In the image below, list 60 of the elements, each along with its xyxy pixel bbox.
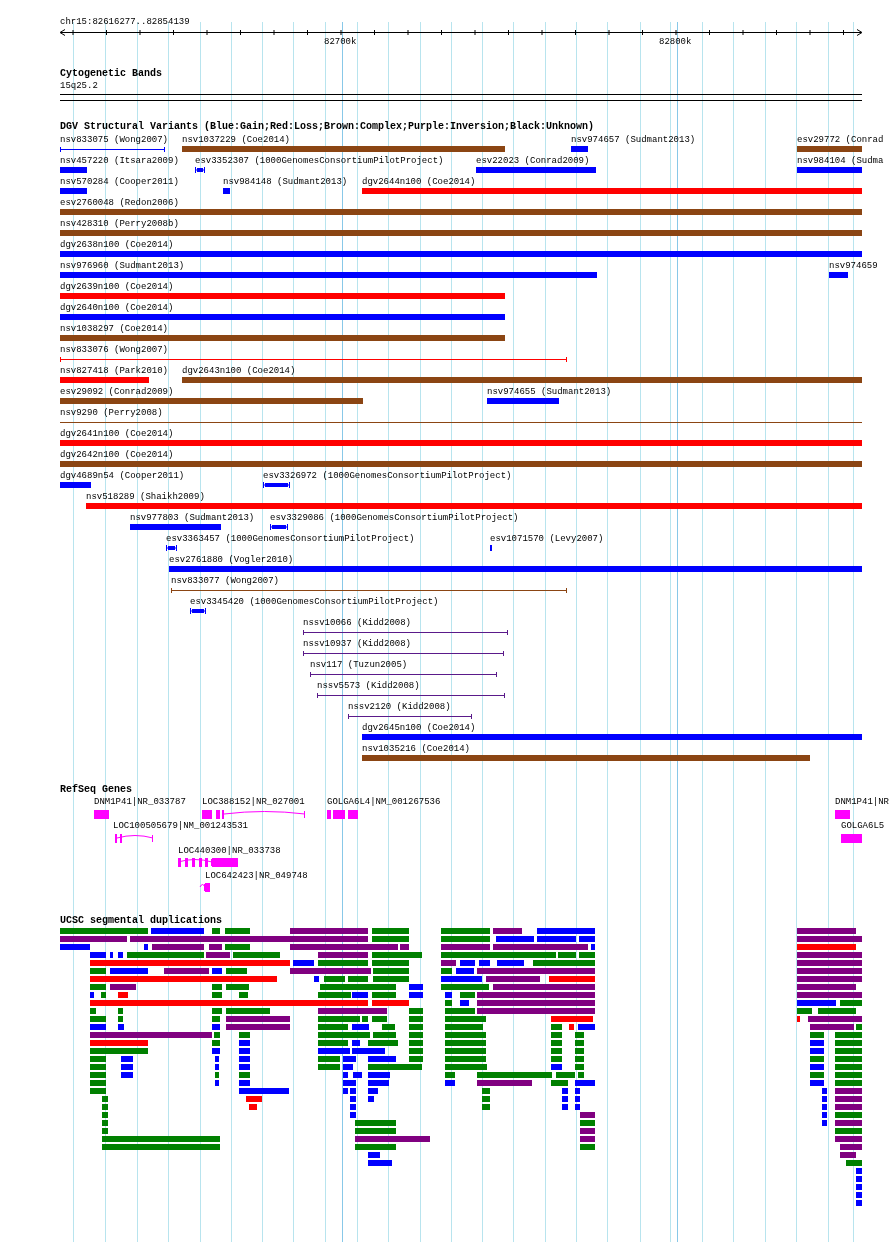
variant-label: nsv457220 (Itsara2009) xyxy=(60,156,179,166)
variant-label: nsv570284 (Cooper2011) xyxy=(60,177,179,187)
coordinate-label: chr15:82616277..82854139 xyxy=(60,17,190,27)
variant-label: nsv1035216 (Coe2014) xyxy=(362,744,471,754)
gene-label: LOC100505679|NM_001243531 xyxy=(113,821,249,831)
gene-label: GOLGA6L5 xyxy=(841,821,885,831)
variant-label: nsv984148 (Sudmant2013) xyxy=(223,177,348,187)
variant-label: esv3326972 (1000GenomesConsortiumPilotProject) xyxy=(263,471,512,481)
variant-label: nsv518289 (Shaikh2009) xyxy=(86,492,205,502)
variant-label: esv22023 (Conrad2009) xyxy=(476,156,590,166)
variant-label: esv2760048 (Redon2006) xyxy=(60,198,179,208)
variant-label: nsv827418 (Park2010) xyxy=(60,366,169,376)
track-title: RefSeq Genes xyxy=(60,785,132,795)
variant-label: nsv833076 (Wong2007) xyxy=(60,345,169,355)
variant-label: dgv2641n100 (Coe2014) xyxy=(60,429,174,439)
track-title: Cytogenetic Bands xyxy=(60,69,163,79)
variant-label: esv3352307 (1000GenomesConsortiumPilotProject) xyxy=(195,156,444,166)
gene-label: GOLGA6L4|NM_001267536 xyxy=(327,797,441,807)
variant-label: dgv2639n100 (Coe2014) xyxy=(60,282,174,292)
variant-label: nssv10066 (Kidd2008) xyxy=(303,618,412,628)
variant-label: nsv1038297 (Coe2014) xyxy=(60,324,169,334)
gene-label: DNM1P41|NR_033787 xyxy=(94,797,186,807)
variant-label: nsv974657 (Sudmant2013) xyxy=(571,135,696,145)
variant-label: esv3329086 (1000GenomesConsortiumPilotProject) xyxy=(270,513,519,523)
variant-label: dgv2638n100 (Coe2014) xyxy=(60,240,174,250)
tick-label: 82700k xyxy=(324,37,357,47)
track-title: UCSC segmental duplications xyxy=(60,916,223,926)
variant-label: nsv833077 (Wong2007) xyxy=(171,576,280,586)
variant-label: esv1071570 (Levy2007) xyxy=(490,534,604,544)
variant-label: nsv977803 (Sudmant2013) xyxy=(130,513,255,523)
band-label: 15q25.2 xyxy=(60,81,98,91)
track-title: DGV Structural Variants (Blue:Gain;Red:Loss;Brown:Complex;Purple:Inversion;Black:Unknown) xyxy=(60,122,595,132)
variant-label: nsv974659 xyxy=(829,261,878,271)
variant-label: nsv117 (Tuzun2005) xyxy=(310,660,408,670)
variant-label: nsv976960 (Sudmant2013) xyxy=(60,261,185,271)
variant-label: nsv9290 (Perry2008) xyxy=(60,408,163,418)
variant-label: nssv5573 (Kidd2008) xyxy=(317,681,420,691)
variant-label: esv2761880 (Vogler2010) xyxy=(169,555,294,565)
variant-label: esv3363457 (1000GenomesConsortiumPilotProject) xyxy=(166,534,415,544)
variant-label: nsv1037229 (Coe2014) xyxy=(182,135,291,145)
variant-label: dgv2640n100 (Coe2014) xyxy=(60,303,174,313)
variant-label: dgv2644n100 (Coe2014) xyxy=(362,177,476,187)
variant-label: esv3345420 (1000GenomesConsortiumPilotProject) xyxy=(190,597,439,607)
gene-label: LOC642423|NR_049748 xyxy=(205,871,308,881)
variant-label: nsv984104 (Sudma xyxy=(797,156,884,166)
gene-label: DNM1P41|NR xyxy=(835,797,889,807)
variant-label: nsv974655 (Sudmant2013) xyxy=(487,387,612,397)
variant-label: nssv10937 (Kidd2008) xyxy=(303,639,412,649)
gene-label: LOC440300|NR_033738 xyxy=(178,846,281,856)
variant-label: dgv2643n100 (Coe2014) xyxy=(182,366,296,376)
variant-label: dgv2642n100 (Coe2014) xyxy=(60,450,174,460)
tick-label: 82800k xyxy=(659,37,692,47)
variant-label: esv29772 (Conrad xyxy=(797,135,884,145)
variant-label: esv29092 (Conrad2009) xyxy=(60,387,174,397)
variant-label: dgv2645n100 (Coe2014) xyxy=(362,723,476,733)
variant-label: dgv4689n54 (Cooper2011) xyxy=(60,471,185,481)
variant-label: nsv833075 (Wong2007) xyxy=(60,135,169,145)
variant-label: nssv2120 (Kidd2008) xyxy=(348,702,451,712)
gene-label: LOC388152|NR_027001 xyxy=(202,797,305,807)
variant-label: nsv428310 (Perry2008b) xyxy=(60,219,179,229)
